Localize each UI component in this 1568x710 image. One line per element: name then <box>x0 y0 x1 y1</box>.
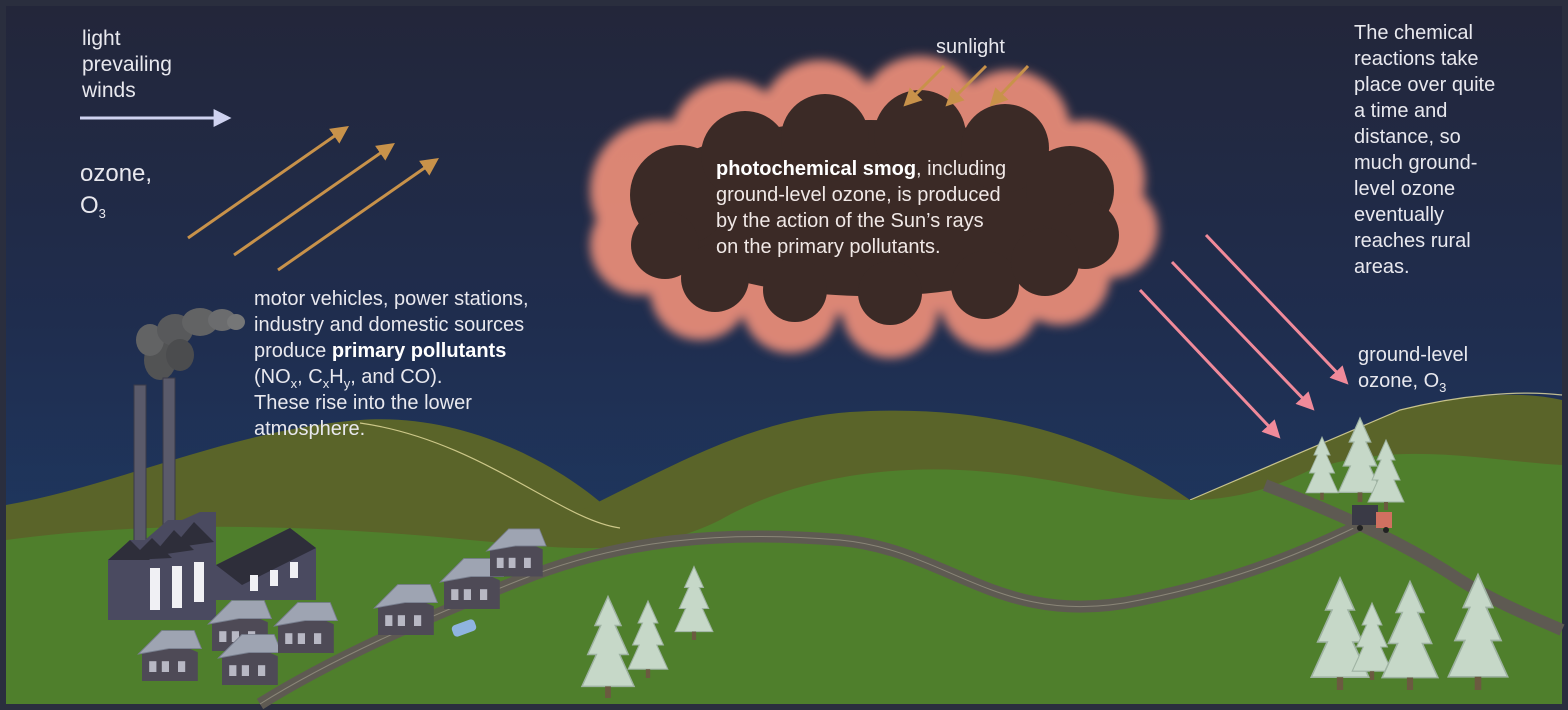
sunlight-label: sunlight <box>936 36 1005 58</box>
chemical-reactions-note: The chemical reactions take place over q… <box>1354 22 1496 278</box>
primary-pollutants-label: motor vehicles, power stations, industry… <box>254 288 529 440</box>
sunlight-arrows <box>903 64 1030 107</box>
road-to-hills <box>1262 479 1565 636</box>
ground-level-ozone-label: ground-level ozone, O3 <box>1358 344 1469 395</box>
car <box>451 619 477 637</box>
smog-cloud <box>590 56 1158 358</box>
chimney-smoke <box>136 308 245 380</box>
green-fields <box>6 453 1562 704</box>
ground-ozone-arrows <box>1138 233 1349 439</box>
smog-description: photochemical smog, including ground-lev… <box>716 158 1007 258</box>
winds-label: light prevailing winds <box>82 27 172 102</box>
factory <box>108 377 316 620</box>
rising-pollutant-arrows <box>187 125 439 272</box>
trees-rural-lower <box>1310 573 1509 691</box>
truck <box>1352 505 1392 533</box>
ozone-label: ozone, O3 <box>80 160 153 221</box>
